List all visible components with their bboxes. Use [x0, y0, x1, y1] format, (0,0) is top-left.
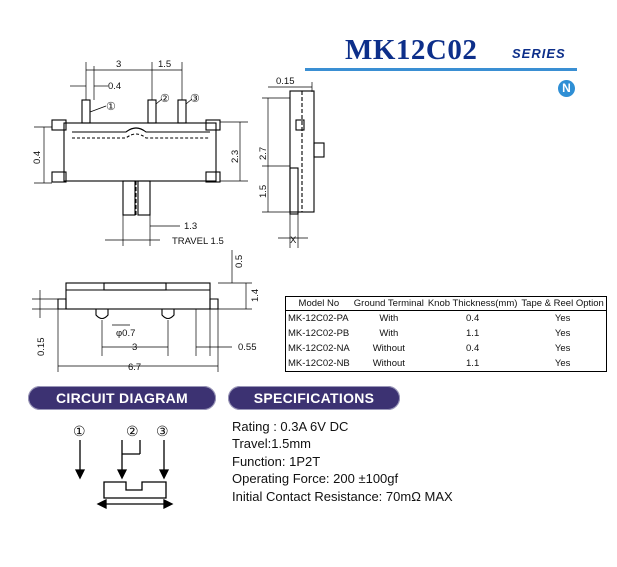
cell-ground: With — [379, 328, 399, 339]
cell-model: MK-12C02-NB — [284, 356, 352, 372]
pin-label-3: ③ — [190, 93, 200, 105]
dim-top-2-3: 2.3 — [230, 150, 241, 163]
model-table: Model No Ground Terminal Knob Thickness(… — [284, 296, 607, 372]
cell-knob: 1.1 — [466, 328, 480, 339]
circuit-pin-2: ② — [126, 423, 139, 439]
cell-knob: 1.1 — [425, 356, 520, 372]
dim-front-3: 3 — [132, 342, 137, 353]
dim-side-1-5: 1.5 — [258, 185, 269, 198]
dim-side-x: X — [290, 235, 297, 246]
dim-top-1-3: 1.3 — [184, 221, 197, 232]
front-view-drawing — [32, 250, 252, 372]
specifications-list: Rating : 0.3A 6V DC Travel:1.5mm Functio… — [232, 418, 453, 505]
spec-operating-force: Operating Force: 200 ±100gf — [232, 471, 399, 487]
dim-front-1-4: 1.4 — [250, 289, 261, 302]
circuit-diagram: ① ② ③ — [73, 423, 174, 510]
dim-top-3: 3 — [116, 59, 121, 70]
dim-travel: TRAVEL 1.5 — [172, 236, 224, 247]
table-row: MK-12C02-PB With 1.1 Yes — [284, 326, 607, 341]
dim-top-0-4-left: 0.4 — [32, 151, 43, 164]
technical-drawing: 3 1.5 0.4 ① ② ③ 0.4 2.3 1.3 TRAVEL 1.5 0… — [32, 59, 325, 373]
circuit-pin-3: ③ — [156, 423, 169, 439]
dim-front-0-5: 0.5 — [234, 255, 245, 268]
table-row: MK-12C02-PA With 0.4 Yes — [284, 310, 607, 326]
cell-tape: Yes — [519, 341, 607, 356]
dim-front-6-7: 6.7 — [128, 362, 141, 373]
n-badge-icon: N — [558, 80, 575, 97]
cell-ground: With — [379, 313, 399, 324]
dim-top-0-4: 0.4 — [108, 81, 121, 92]
cell-ground: Without — [351, 356, 426, 372]
dim-front-0-15: 0.15 — [36, 338, 47, 357]
side-view-drawing — [262, 82, 325, 248]
cell-tape: Yes — [519, 326, 607, 341]
cell-model: MK-12C02-PA — [284, 310, 352, 326]
model-title: MK12C02 — [345, 34, 478, 66]
dim-top-1-5: 1.5 — [158, 59, 171, 70]
col-model-no: Model No — [284, 296, 352, 311]
table-row: MK-12C02-NA Without 0.4 Yes — [284, 341, 607, 356]
title-underline — [305, 68, 577, 71]
dim-front-phi: φ0.7 — [116, 328, 135, 339]
pin-label-1: ① — [106, 101, 116, 113]
spec-travel: Travel:1.5mm — [232, 436, 311, 452]
spec-contact-resistance: Initial Contact Resistance: 70mΩ MAX — [232, 488, 453, 504]
col-ground-terminal: Ground Terminal — [351, 296, 426, 311]
table-row: MK-12C02-NB Without 1.1 Yes — [284, 356, 607, 372]
pin-label-2: ② — [160, 93, 170, 105]
cell-tape: Yes — [519, 356, 607, 372]
col-tape-reel: Tape & Reel Option — [519, 296, 607, 311]
circuit-pin-1: ① — [73, 423, 86, 439]
cell-knob: 0.4 — [466, 313, 480, 324]
top-view-drawing — [34, 62, 248, 246]
table-header-row: Model No Ground Terminal Knob Thickness(… — [284, 296, 607, 311]
spec-function: Function: 1P2T — [232, 453, 321, 469]
dim-side-0-15: 0.15 — [276, 76, 295, 87]
spec-rating: Rating : 0.3A 6V DC — [232, 419, 349, 434]
dim-side-2-7: 2.7 — [258, 147, 269, 160]
circuit-diagram-heading: CIRCUIT DIAGRAM — [28, 386, 216, 410]
col-knob-thickness: Knob Thickness(mm) — [425, 296, 520, 311]
cell-tape: Yes — [519, 310, 607, 326]
dim-front-0-55: 0.55 — [238, 342, 257, 353]
cell-ground: Without — [372, 343, 405, 354]
series-label: SERIES — [512, 46, 566, 61]
cell-model: MK-12C02-NA — [284, 341, 352, 356]
cell-model: MK-12C02-PB — [284, 326, 352, 341]
cell-knob: 0.4 — [466, 343, 480, 354]
specifications-heading: SPECIFICATIONS — [228, 386, 400, 410]
